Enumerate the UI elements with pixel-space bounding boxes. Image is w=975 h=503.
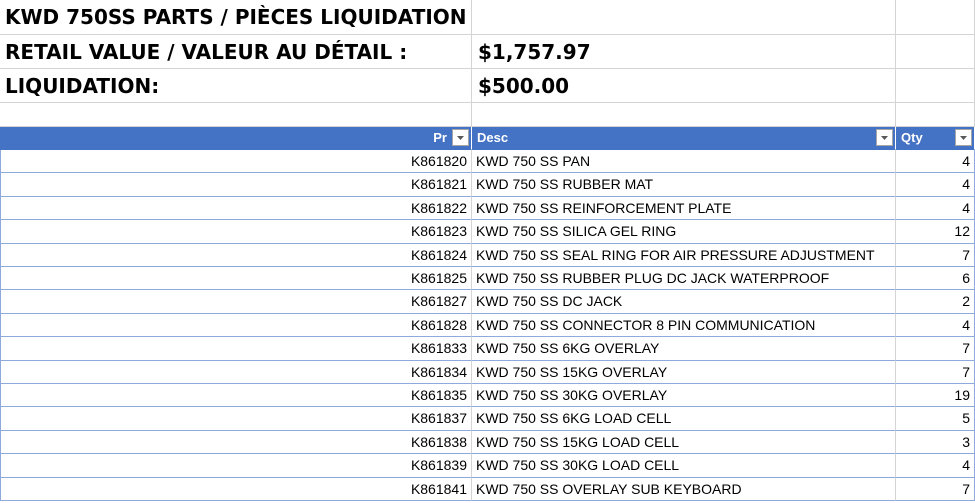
quantity-cell[interactable]: 4 [896,454,975,478]
filter-dropdown-icon[interactable] [955,129,972,146]
retail-value: $1,757.97 [478,40,591,64]
column-header-desc[interactable]: Desc [472,127,896,150]
part-number-cell[interactable]: K861839 [0,454,472,478]
quantity-cell[interactable]: 19 [896,384,975,408]
description-cell[interactable]: KWD 750 SS 15KG OVERLAY [472,360,896,384]
part-number-cell[interactable]: K861825 [0,267,472,291]
title-row: KWD 750SS PARTS / PIÈCES LIQUIDATION [0,0,975,35]
description-cell[interactable]: KWD 750 SS SEAL RING FOR AIR PRESSURE AD… [472,243,896,267]
quantity-cell[interactable]: 2 [896,290,975,314]
quantity-cell[interactable]: 3 [896,430,975,455]
quantity-cell[interactable]: 4 [896,150,975,174]
description-cell[interactable]: KWD 750 SS DC JACK [472,290,896,314]
description-cell[interactable]: KWD 750 SS 15KG LOAD CELL [472,430,896,455]
page-title: KWD 750SS PARTS / PIÈCES LIQUIDATION [5,5,467,29]
quantity-cell[interactable]: 5 [896,407,975,431]
part-number-cell[interactable]: K861823 [0,220,472,244]
part-number-cell[interactable]: K861835 [0,384,472,408]
part-number-cell[interactable]: K861824 [0,243,472,267]
quantity-cell[interactable]: 4 [896,173,975,197]
description-cell[interactable]: KWD 750 SS OVERLAY SUB KEYBOARD [472,477,896,501]
quantity-cell[interactable]: 7 [896,243,975,267]
quantity-cell[interactable]: 12 [896,220,975,244]
part-number-cell[interactable]: K861821 [0,173,472,197]
description-cell[interactable]: KWD 750 SS RUBBER PLUG DC JACK WATERPROO… [472,267,896,291]
description-cell[interactable]: KWD 750 SS 30KG LOAD CELL [472,454,896,478]
description-cell[interactable]: KWD 750 SS 30KG OVERLAY [472,384,896,408]
liquidation-label: LIQUIDATION: [5,74,160,98]
filter-dropdown-icon[interactable] [452,129,469,146]
part-number-cell[interactable]: K861822 [0,196,472,221]
retail-value-cell[interactable]: $1,757.97 [472,35,896,69]
description-cell[interactable]: KWD 750 SS CONNECTOR 8 PIN COMMUNICATION [472,313,896,338]
part-number-cell[interactable]: K861833 [0,337,472,361]
empty-cell[interactable] [896,35,975,69]
retail-label-cell[interactable]: RETAIL VALUE / VALEUR AU DÉTAIL : [0,35,472,69]
description-cell[interactable]: KWD 750 SS REINFORCEMENT PLATE [472,196,896,221]
empty-cell[interactable] [0,103,472,127]
description-cell[interactable]: KWD 750 SS SILICA GEL RING [472,220,896,244]
empty-cell[interactable] [896,69,975,103]
empty-cell[interactable] [472,103,896,127]
part-number-cell[interactable]: K861834 [0,360,472,384]
retail-label: RETAIL VALUE / VALEUR AU DÉTAIL : [5,40,408,64]
part-number-cell[interactable]: K861828 [0,313,472,338]
liquidation-row: LIQUIDATION: $500.00 [0,69,975,103]
quantity-cell[interactable]: 4 [896,196,975,221]
blank-row [0,103,975,127]
part-number-cell[interactable]: K861820 [0,150,472,174]
description-cell[interactable]: KWD 750 SS PAN [472,150,896,174]
part-number-cell[interactable]: K861837 [0,407,472,431]
column-header-part[interactable]: Pr [0,127,472,150]
title-cell[interactable]: KWD 750SS PARTS / PIÈCES LIQUIDATION [0,0,472,35]
liquidation-value: $500.00 [478,74,570,98]
quantity-cell[interactable]: 4 [896,313,975,338]
quantity-cell[interactable]: 7 [896,337,975,361]
column-header-qty[interactable]: Qty [896,127,975,150]
column-header-label: Pr [433,130,447,145]
quantity-cell[interactable]: 7 [896,477,975,501]
description-cell[interactable]: KWD 750 SS RUBBER MAT [472,173,896,197]
column-header-label: Qty [901,130,923,145]
description-cell[interactable]: KWD 750 SS 6KG OVERLAY [472,337,896,361]
column-header-label: Desc [477,130,509,145]
liquidation-value-cell[interactable]: $500.00 [472,69,896,103]
quantity-cell[interactable]: 6 [896,267,975,291]
empty-cell[interactable] [896,0,975,35]
liquidation-label-cell[interactable]: LIQUIDATION: [0,69,472,103]
quantity-cell[interactable]: 7 [896,360,975,384]
table-header: Pr Desc Qty [0,127,975,150]
description-cell[interactable]: KWD 750 SS 6KG LOAD CELL [472,407,896,431]
empty-cell[interactable] [472,0,896,35]
empty-cell[interactable] [896,103,975,127]
part-number-cell[interactable]: K861827 [0,290,472,314]
filter-dropdown-icon[interactable] [876,129,893,146]
retail-row: RETAIL VALUE / VALEUR AU DÉTAIL : $1,757… [0,35,975,69]
part-number-cell[interactable]: K861841 [0,477,472,501]
part-number-cell[interactable]: K861838 [0,430,472,455]
